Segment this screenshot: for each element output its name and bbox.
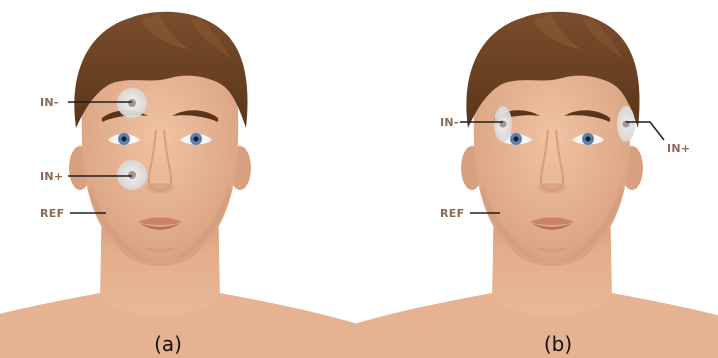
panel-b: IN- IN+ REF (b) <box>312 12 718 358</box>
label-ref-b: REF <box>440 207 464 220</box>
caption-b: (b) <box>544 332 572 356</box>
face-illustration-b <box>312 12 718 358</box>
caption-a: (a) <box>154 332 182 356</box>
electrode-center <box>128 99 136 107</box>
face-illustration-a <box>0 12 400 358</box>
label-ref-a: REF <box>40 207 64 220</box>
label-in-minus-a: IN- <box>40 96 59 109</box>
label-in-minus-b: IN- <box>440 116 459 129</box>
label-in-plus-b: IN+ <box>667 142 690 155</box>
panel-a: IN- IN+ REF (a) <box>0 12 400 358</box>
label-in-plus-a: IN+ <box>40 170 63 183</box>
electrode-center <box>128 171 136 179</box>
